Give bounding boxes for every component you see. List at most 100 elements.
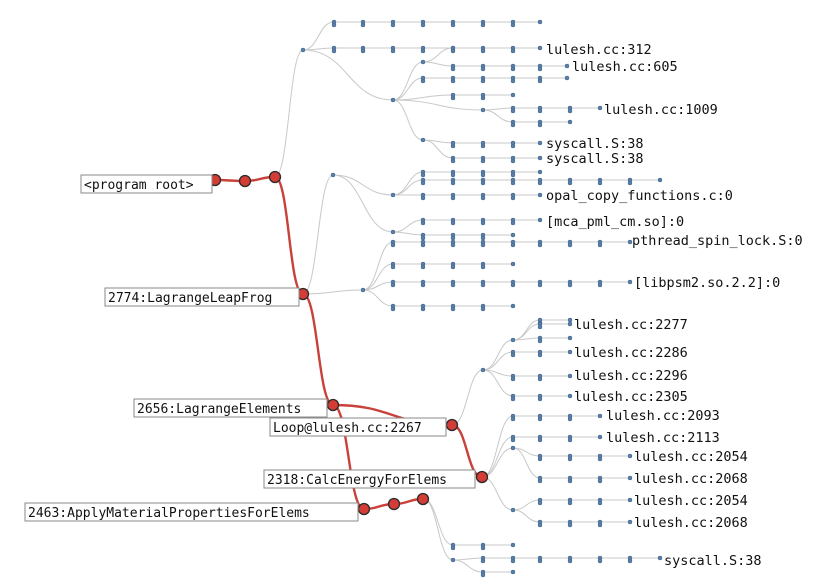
tree-node[interactable] [627,279,633,285]
tree-node[interactable] [480,78,486,84]
loop-label[interactable]: Loop@lulesh.cc:2267 [273,421,422,436]
leaf-label-lulesh-2093[interactable]: lulesh.cc:2093 [606,408,720,424]
tree-node[interactable] [510,445,516,451]
tree-node[interactable] [537,242,543,248]
tree-node[interactable] [450,306,456,312]
tree-node[interactable] [510,282,516,288]
tree-node[interactable] [537,456,543,462]
tree-node[interactable] [510,48,516,54]
tree-node[interactable] [390,22,396,28]
calcenergy-label[interactable]: 2318:CalcEnergyForElems [267,473,447,488]
tree-node[interactable] [450,235,456,241]
tree-node[interactable] [510,108,516,114]
tree-node[interactable] [627,239,633,245]
leaf-label-opal-copy[interactable]: opal_copy_functions.c:0 [546,188,733,204]
tree-node[interactable] [480,572,486,578]
tree-node[interactable] [420,220,426,226]
tree-node[interactable] [627,558,633,564]
tree-node[interactable] [480,220,486,226]
tree-node[interactable] [390,192,396,198]
tree-node[interactable] [567,119,573,125]
tree-node[interactable] [567,456,573,462]
tree-node[interactable] [627,519,633,525]
tree-node[interactable] [657,177,663,183]
tree-node[interactable] [480,107,486,113]
tree-node[interactable] [420,137,426,143]
tree-node[interactable] [450,242,456,248]
tree-node[interactable] [450,78,456,84]
tree-node[interactable] [567,317,573,323]
tree-node[interactable] [567,478,573,484]
tree-node[interactable] [420,242,426,248]
tree-node[interactable] [300,47,306,53]
tree-node[interactable] [567,373,573,379]
tree-node[interactable] [330,172,336,178]
tree-node[interactable] [567,335,573,341]
loop-node[interactable] [445,418,459,432]
tree-node[interactable] [480,66,486,72]
tree-node[interactable] [537,558,543,564]
tree-node[interactable] [567,349,573,355]
tree-node[interactable] [510,437,516,443]
elements-label[interactable]: 2656:LagrangeElements [137,402,301,417]
tree-node[interactable] [450,158,456,164]
tree-node[interactable] [480,180,486,186]
tree-node[interactable] [567,108,573,114]
tree-node[interactable] [480,95,486,101]
tree-node[interactable] [390,242,396,248]
tree-node[interactable] [627,497,633,503]
hot-path-node[interactable] [238,174,252,188]
tree-node[interactable] [480,235,486,241]
tree-node[interactable] [537,522,543,528]
tree-node[interactable] [510,261,516,267]
tree-node[interactable] [510,78,516,84]
tree-node[interactable] [567,500,573,506]
tree-node[interactable] [537,338,543,344]
hot-path-node[interactable] [268,170,282,184]
tree-node[interactable] [537,122,543,128]
tree-node[interactable] [510,158,516,164]
leaf-label-lulesh-2296[interactable]: lulesh.cc:2296 [574,368,688,384]
tree-node[interactable] [480,282,486,288]
tree-node[interactable] [510,195,516,201]
tree-node[interactable] [510,337,516,343]
tree-node[interactable] [450,48,456,54]
tree-node[interactable] [360,22,366,28]
tree-node[interactable] [510,143,516,149]
program-root-label[interactable]: <program root> [84,178,194,193]
tree-node[interactable] [510,122,516,128]
leapfrog-label[interactable]: 2774:LagrangeLeapFrog [108,291,272,306]
tree-node[interactable] [510,542,516,548]
tree-node[interactable] [537,192,543,198]
leaf-label-lulesh-605[interactable]: lulesh.cc:605 [572,59,678,75]
tree-node[interactable] [480,545,486,551]
applymat-node[interactable] [357,502,371,516]
tree-node[interactable] [537,180,543,186]
tree-node[interactable] [564,75,570,81]
tree-node[interactable] [450,264,456,270]
tree-node[interactable] [390,48,396,54]
tree-node[interactable] [537,416,543,422]
tree-node[interactable] [450,545,456,551]
tree-node[interactable] [537,45,543,51]
leaf-label-lulesh-2054-a[interactable]: lulesh.cc:2054 [634,449,748,465]
tree-node[interactable] [510,416,516,422]
tree-node[interactable] [420,48,426,54]
tree-node[interactable] [420,282,426,288]
tree-node[interactable] [537,478,543,484]
tree-node[interactable] [657,555,663,561]
tree-node[interactable] [597,105,603,111]
tree-node[interactable] [420,264,426,270]
tree-node[interactable] [567,522,573,528]
tree-node[interactable] [537,140,543,146]
tree-node[interactable] [480,264,486,270]
leaf-label-lulesh-2054-b[interactable]: lulesh.cc:2054 [634,493,748,509]
tree-node[interactable] [537,352,543,358]
tree-node[interactable] [627,180,633,186]
tree-node[interactable] [597,180,603,186]
calcenergy-node[interactable] [475,470,489,484]
tree-node[interactable] [510,220,516,226]
tree-node[interactable] [510,66,516,72]
tree-node[interactable] [510,180,516,186]
tree-node[interactable] [567,393,573,399]
